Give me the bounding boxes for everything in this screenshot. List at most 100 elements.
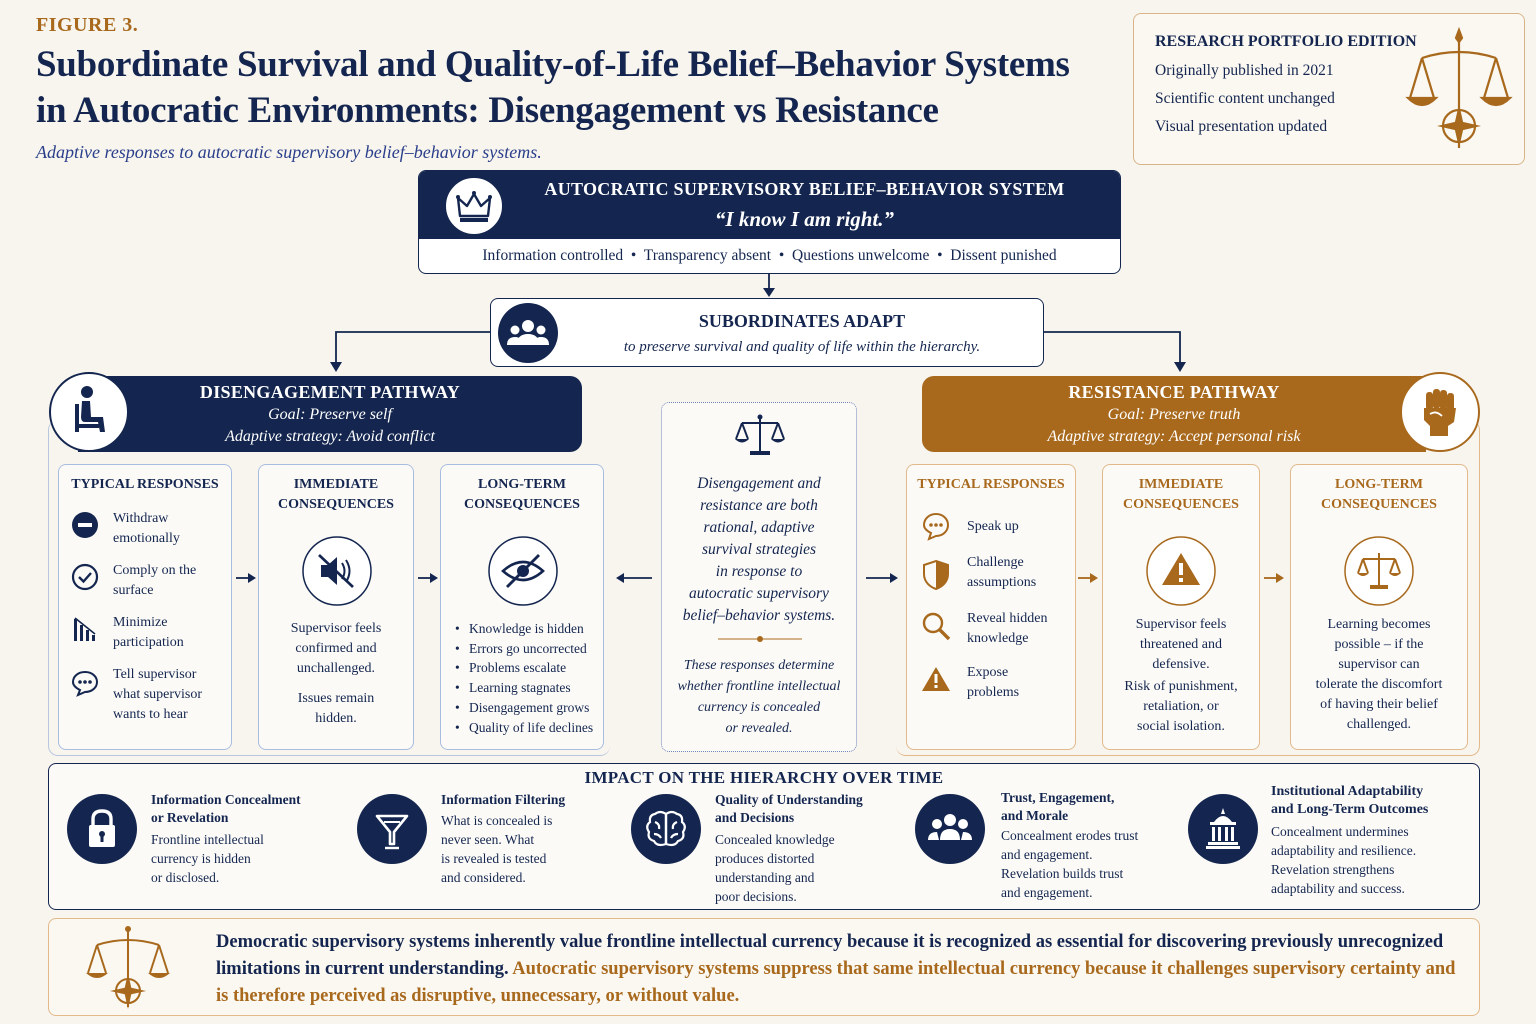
bullet-item: Disengagement grows <box>455 698 593 718</box>
resistance-header: RESISTANCE PATHWAY Goal: Preserve truth … <box>922 376 1426 452</box>
response-item: Speak up <box>967 519 1019 534</box>
seated-person-icon <box>49 372 129 452</box>
team-icon <box>915 794 985 864</box>
resistance-frame <box>896 420 1480 756</box>
subordinates-adapt-box: SUBORDINATES ADAPT to preserve survival … <box>490 298 1044 367</box>
bullet-item: Errors go uncorrected <box>455 639 593 659</box>
check-circle-icon <box>71 563 99 591</box>
muted-speaker-icon <box>302 536 372 606</box>
disengagement-frame <box>48 420 610 756</box>
portfolio-line: Visual presentation updated <box>1155 118 1328 135</box>
portfolio-line: Originally published in 2021 <box>1155 62 1334 79</box>
group-icon <box>498 303 558 363</box>
minus-circle-icon <box>72 512 98 538</box>
page-title: Subordinate Survival and Quality-of-Life… <box>36 42 1126 134</box>
portfolio-heading: RESEARCH PORTFOLIO EDITION <box>1155 33 1417 50</box>
scales-of-justice-icon <box>1405 26 1513 148</box>
autocratic-header-band <box>419 171 1120 239</box>
disengagement-strategy: Adaptive strategy: Avoid conflict <box>225 428 435 445</box>
autocratic-system-box: AUTOCRATIC SUPERVISORY BELIEF–BEHAVIOR S… <box>418 170 1121 274</box>
impact-title: IMPACT ON THE HIERARCHY OVER TIME <box>584 768 944 787</box>
disengagement-goal: Goal: Preserve self <box>268 406 392 423</box>
impact-item-title: Information Filtering <box>441 792 566 807</box>
disengagement-header: DISENGAGEMENT PATHWAY Goal: Preserve sel… <box>78 376 582 452</box>
bottom-quote-gold: Autocratic supervisory systems suppress … <box>216 959 1456 1006</box>
bullet-item: Knowledge is hidden <box>455 619 593 639</box>
filter-funnel-icon <box>357 794 427 864</box>
declining-bars-icon <box>74 617 96 641</box>
column-title: TYPICAL RESPONSES <box>917 477 1065 492</box>
portfolio-box: RESEARCH PORTFOLIO EDITION Originally pu… <box>1133 13 1525 165</box>
raised-fist-icon <box>1400 372 1480 452</box>
warning-icon <box>1146 536 1216 606</box>
autocratic-item: Transparency absent <box>643 247 772 264</box>
resistance-strategy: Adaptive strategy: Accept personal risk <box>1047 428 1301 445</box>
autocratic-title: AUTOCRATIC SUPERVISORY BELIEF–BEHAVIOR S… <box>544 179 1065 199</box>
autocratic-items: Information controlled • Transparency ab… <box>482 247 1057 264</box>
balance-scale-icon <box>735 414 785 455</box>
resistance-goal: Goal: Preserve truth <box>1107 406 1241 423</box>
portfolio-line: Scientific content unchanged <box>1155 90 1335 107</box>
crown-icon <box>444 176 504 236</box>
autocratic-item: Questions unwelcome <box>792 247 930 264</box>
longterm-bullets: Knowledge is hidden Errors go uncorrecte… <box>455 619 593 737</box>
figure-label: FIGURE 3. <box>36 14 139 36</box>
warning-icon <box>922 667 950 691</box>
adapt-subtitle: to preserve survival and quality of life… <box>623 339 981 355</box>
adapt-title: SUBORDINATES ADAPT <box>698 311 906 331</box>
title-line-1: Subordinate Survival and Quality-of-Life… <box>36 44 1070 85</box>
bullet-item: Quality of life declines <box>455 718 593 738</box>
lock-icon <box>67 794 137 864</box>
column-title: TYPICAL RESPONSES <box>71 477 219 492</box>
brain-icon <box>631 794 701 864</box>
bottom-statement: Democratic supervisory systems inherentl… <box>48 918 1480 1016</box>
autocratic-item: Dissent punished <box>950 247 1057 264</box>
autocratic-quote: “I know I am right.” <box>714 207 895 231</box>
divider <box>718 636 802 642</box>
scales-of-justice-icon <box>86 926 170 1009</box>
bottom-quote-navy: Democratic supervisory systems inherentl… <box>216 932 1444 979</box>
page-subtitle: Adaptive responses to autocratic supervi… <box>36 142 542 162</box>
institution-building-icon <box>1188 794 1258 864</box>
disengagement-title: DISENGAGEMENT PATHWAY <box>199 382 461 402</box>
bottom-quote: Democratic supervisory systems inherentl… <box>216 929 1466 1010</box>
impact-item-title: Trust, Engagement,and Morale <box>1001 790 1115 823</box>
resistance-title: RESISTANCE PATHWAY <box>1068 382 1280 402</box>
title-line-2: in Autocratic Environments: Disengagemen… <box>36 90 939 131</box>
speech-bubble-icon <box>922 512 950 541</box>
magnifier-icon <box>922 612 951 641</box>
balance-scale-icon <box>1344 536 1414 606</box>
bullet-item: Learning stagnates <box>455 678 593 698</box>
autocratic-item: Information controlled <box>482 247 624 264</box>
